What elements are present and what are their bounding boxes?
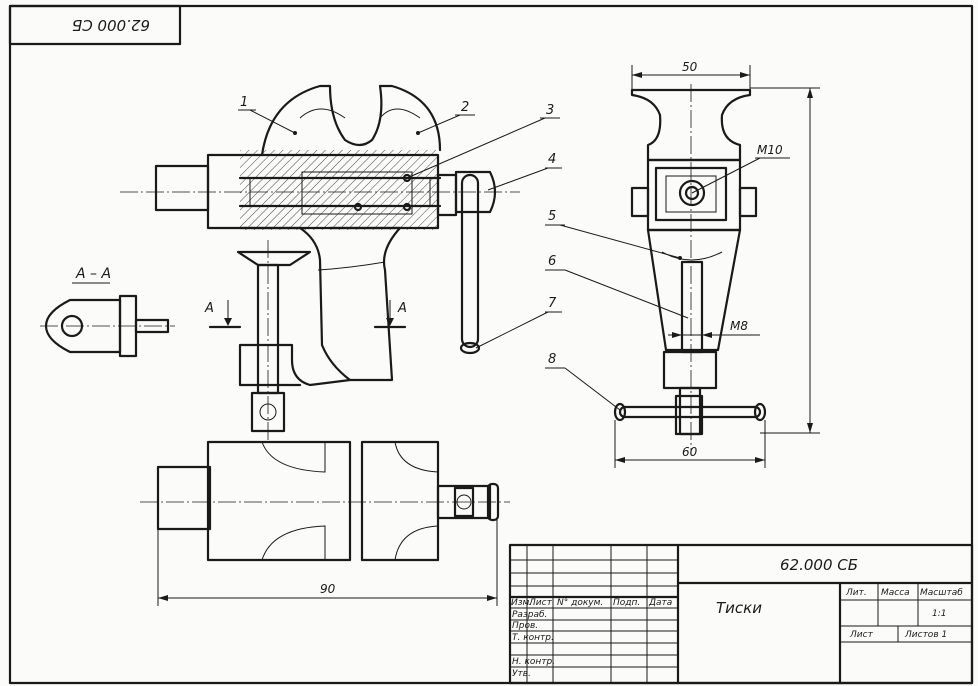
tb-col-sign: Подп. (613, 598, 640, 608)
section-a-a: А – А (40, 266, 175, 358)
tb-designation: 62.000 СБ (780, 556, 858, 574)
leader-label: 5 (548, 209, 556, 224)
tb-row-nkontr: Н. контр. (512, 657, 555, 667)
thread-m8: M8 (730, 319, 748, 333)
leader-label: 2 (461, 100, 469, 115)
side-view: 50 60 M (613, 60, 820, 468)
tb-lit: Лит. (845, 588, 867, 598)
sheet-frame (8, 4, 974, 685)
tb-scale-value: 1:1 (932, 609, 946, 619)
tb-sheet: Лист (849, 630, 874, 640)
tb-sheets: Листов 1 (904, 630, 947, 640)
tb-row-prov: Пров. (512, 621, 538, 631)
leader-label: 6 (548, 254, 556, 269)
leader-label: 4 (548, 152, 556, 167)
dim-length: 90 (320, 582, 336, 596)
tb-scale-label: Масштаб (920, 588, 963, 598)
title-block: Изм. Лист N° докум. Подп. Дата Разраб. П… (508, 543, 974, 685)
front-view: А А (120, 84, 520, 440)
dim-width-top: 50 (682, 60, 698, 74)
dim-width-bottom: 60 (682, 445, 698, 459)
section-mark-right: А (397, 301, 407, 316)
leader-label: 1 (240, 95, 248, 110)
thread-m10: M10 (757, 143, 783, 157)
leader-label: 7 (548, 296, 557, 311)
tb-col-doc: N° докум. (557, 598, 603, 608)
tb-row-utv: Утв. (512, 669, 531, 679)
section-title: А – А (75, 266, 111, 282)
tb-name: Тиски (716, 599, 762, 617)
tb-col-izm: Изм. (511, 598, 532, 608)
tb-row-tkontr: Т. контр. (512, 633, 554, 643)
tb-col-list: Лист (528, 598, 553, 608)
tb-row-razrab: Разраб. (512, 610, 547, 620)
section-mark-left: А (204, 301, 214, 316)
plan-view: 90 (140, 440, 510, 606)
rotated-code-box: 62.000 СБ (8, 4, 182, 46)
leaders-side: 5 6 8 (545, 209, 689, 411)
leaders-front: 1 2 3 4 7 (238, 95, 562, 349)
rotated-code: 62.000 СБ (72, 16, 150, 34)
tb-mass: Масса (881, 588, 910, 598)
leader-label: 8 (548, 352, 556, 367)
leader-label: 3 (546, 103, 554, 118)
tb-col-date: Дата (648, 598, 672, 608)
